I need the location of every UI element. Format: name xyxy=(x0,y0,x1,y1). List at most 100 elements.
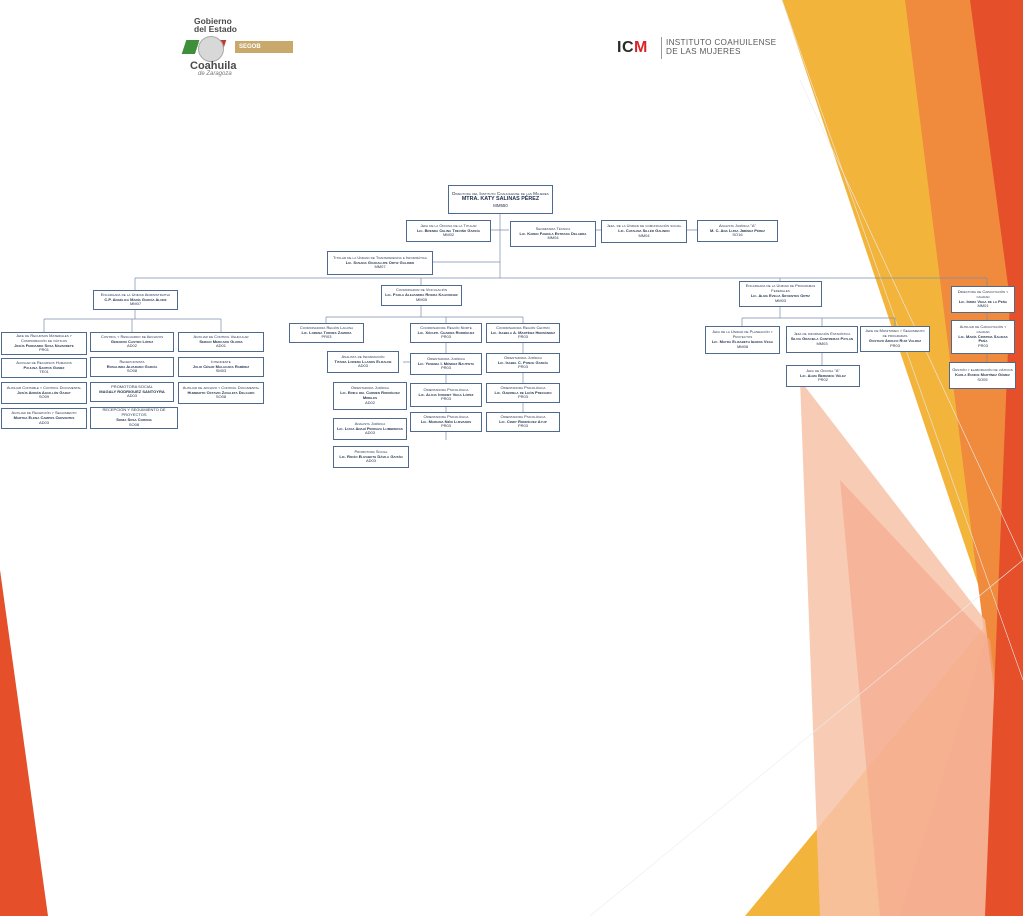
node-title: Jefa de la Oficina de la Titular xyxy=(420,222,477,228)
node-name: Lic. Gabriela de León Preciado xyxy=(494,389,552,395)
node-title: Orientadora Psicológica xyxy=(423,386,469,392)
node-jefa-comunicacion: Jefa. de la Unidad de comunicación socia… xyxy=(601,220,687,243)
node-code: SO08 xyxy=(128,421,140,427)
node-name: Lic. Indra Vega de la Peña xyxy=(958,298,1008,304)
node-title: PROMOTORA SOCIAL xyxy=(111,383,153,389)
node-title: Directora de Capacitación y calidad xyxy=(957,288,1009,299)
node-orientadora-psicologica-3: Orientadora Psicológica Lic. Mariana Niñ… xyxy=(410,412,482,432)
node-code: SO09 xyxy=(38,394,50,400)
node-code: PR03 xyxy=(889,342,900,348)
node-estadistica: Jefa de información Estadística Silvia G… xyxy=(786,326,858,353)
node-name: Lic. Alicia Ivonnet Vega López xyxy=(418,391,474,397)
node-secretaria-tecnica: Secretaria Técnica Lic. Karen Fabiola Es… xyxy=(510,221,596,247)
node-recursos-materiales: Jefe de Recursos Materiales y Comprobaci… xyxy=(1,332,87,355)
state-seal-icon xyxy=(198,36,224,62)
node-name: Lic. Brenda Celina Treviño García xyxy=(416,227,480,233)
node-code: MM08 xyxy=(736,343,749,349)
node-name: Julio César Malacara Ramírez xyxy=(192,363,250,369)
node-name: Lic. María Cristina Salinas Peña xyxy=(958,333,1008,344)
node-jefa-titular: Jefa de la Oficina de la Titular Lic. Br… xyxy=(406,220,491,242)
node-recepcion-seguimiento: Auxiliar de Recepción y Seguimiento Mart… xyxy=(1,408,87,429)
node-title: Secretaria Técnica xyxy=(535,225,571,231)
node-unidad-administrativa: Encargada de la Unidad Administrativa C.… xyxy=(93,290,178,310)
node-name: Titania Lorena Llanos Elizalde xyxy=(334,358,392,364)
node-code: AD03 xyxy=(365,458,376,464)
node-directora-capacitacion: Directora de Capacitación y calidad Lic.… xyxy=(951,286,1015,313)
node-name: Jesús Fernando Sosa Navarrete xyxy=(14,342,74,348)
node-jefa-oficina-a: Jefa de Oficina "A" Lic. Alma Berenice V… xyxy=(786,365,860,387)
node-name: Jesús Adrián Aguillón Garay xyxy=(17,389,71,395)
node-name: Sonia Sosa Corona xyxy=(116,417,152,422)
node-name: Lic. Alma Berenice Vélez xyxy=(800,372,846,378)
node-code: AD03 xyxy=(357,363,368,369)
node-title: Auxiliar de Recepción y Seguimiento xyxy=(11,410,77,416)
node-analista-informacion: Analista de Información Titania Lorena L… xyxy=(327,351,399,373)
node-title: Orientadora Jurídica xyxy=(350,385,389,391)
node-title: Orientadora Jurídica xyxy=(426,355,465,361)
coahuila-wordmark: Coahuila xyxy=(190,60,237,72)
node-title: Encargada de la Unidad Administrativa xyxy=(100,291,171,297)
node-title: Jefa de información Estadística xyxy=(793,331,851,337)
node-code: AD02 xyxy=(126,343,137,349)
node-title: Control y Resguardo de Archivos xyxy=(100,333,164,339)
node-recursos-humanos: Auxiliar de Recursos Humanos Paulina San… xyxy=(1,358,87,378)
node-name: Martha Elena Campos Cervantes xyxy=(13,415,75,421)
node-title: Directora del Instituto Coahuilense de l… xyxy=(452,190,549,196)
node-title: Auxiliar de Capacitación y calidad xyxy=(959,324,1007,334)
node-programas-federales: Encargada de la Unidad de Programas Fede… xyxy=(739,281,822,307)
node-promotora-social-vin: Promotora Social Lic. Rocío Elizabeth Dá… xyxy=(333,446,409,468)
node-name: Lic. Rocío Elizabeth Dávila Gaitán xyxy=(339,453,403,459)
node-orientadora-psicologica-4: Orientadora Psicológica Lic. Cindy Rodrí… xyxy=(486,412,560,432)
node-coordinador-vinculacion: Coordinador de Vinculación Lic. Paola Al… xyxy=(381,285,462,306)
node-gestion-viaticos: Gestión y elaboración de viáticos Karla … xyxy=(949,362,1016,389)
node-title: Analista de Información xyxy=(341,353,385,359)
node-code: MM07 xyxy=(129,301,142,307)
node-monitoreo: Jefe de Monitoreo y Seguimiento de progr… xyxy=(860,326,930,352)
node-title: Jefe de Monitoreo y Seguimiento de progr… xyxy=(865,328,925,339)
node-title: Analista Jurídica "A" xyxy=(718,222,756,228)
node-title: Recepcionista xyxy=(119,358,145,364)
node-title: RECEPCIÓN Y SEGUIMIENTO DE PROYECTOS xyxy=(102,407,166,418)
node-title: Auxiliar de Recursos Humanos xyxy=(16,359,72,365)
node-recepcionista: Recepcionista Rosalinda Alvarado García … xyxy=(90,357,174,377)
node-code: PR03 xyxy=(440,334,451,340)
node-code: SO08 xyxy=(215,394,227,400)
zaragoza-wordmark: de Zaragoza xyxy=(198,71,232,77)
node-name: Lic. Isabela A. Martínez Hernández xyxy=(490,329,556,335)
node-transparencia: Titular de la Unidad de Transparencia e … xyxy=(327,251,433,275)
logo-divider xyxy=(661,37,662,59)
node-name: Lic. Mariana Niño Luevanos xyxy=(420,418,472,424)
node-code: MM04 xyxy=(638,232,650,238)
node-auxiliar-contable: Auxiliar Contable y Control Documental J… xyxy=(1,382,87,404)
node-analista-juridica-2: Analista Jurídica Lic. Lucia Anahí Pedra… xyxy=(333,418,407,440)
node-control-vehicular: Auxiliar de Control Vehicular Sergio Mer… xyxy=(178,332,264,352)
node-code: PR03 xyxy=(977,343,988,349)
node-code: PR03 xyxy=(517,394,528,400)
node-title: Analista Jurídica xyxy=(354,420,386,426)
node-planeacion: Jefa de la Unidad de Planeación y Proyec… xyxy=(705,326,780,354)
salmon-wedge xyxy=(840,480,1023,916)
node-name: M. C. Ana Luisa Jiménez Pérez xyxy=(710,227,765,233)
node-code: AD02 xyxy=(364,399,375,405)
node-title: Coordinadora Región Norte xyxy=(420,324,472,330)
node-code: PR03 xyxy=(517,334,528,340)
node-name: Rosalinda Alvarado García xyxy=(106,363,158,369)
node-code: MM01 xyxy=(977,303,989,309)
node-code: PR02 xyxy=(817,377,828,383)
node-title: Auxiliar de Control Vehicular xyxy=(193,333,249,339)
node-control-archivos: Control y Resguardo de Archivos Gerardo … xyxy=(90,332,174,352)
node-coord-laguna: Coordinadora Región Laguna Lic. Lorena T… xyxy=(289,323,364,343)
node-code: SO16 xyxy=(732,232,743,238)
icm-acronym: ICM xyxy=(617,39,648,56)
node-code: PR03 xyxy=(321,334,332,340)
segob-badge: SEGOB xyxy=(235,41,293,53)
node-title: Jefa de la Unidad de Planeación y Proyec… xyxy=(712,329,773,340)
node-title: Gestión y elaboración de viáticos xyxy=(952,367,1013,373)
node-name: Silvia Graciela Contreras Patlan xyxy=(790,336,854,342)
node-code: TE01 xyxy=(39,369,49,375)
